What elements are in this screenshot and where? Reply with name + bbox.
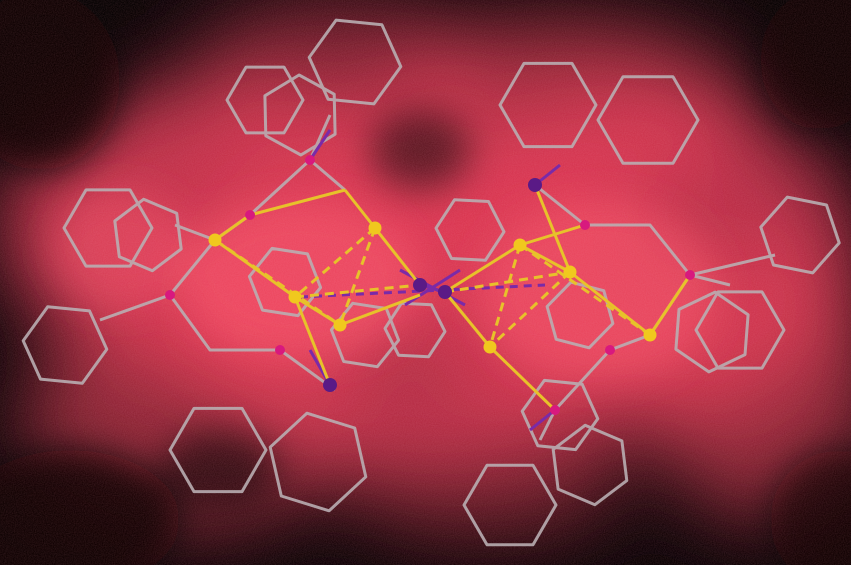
- phenyl-ring: [545, 280, 615, 350]
- gold-bond: [373, 227, 422, 286]
- gold-atom: [288, 290, 302, 304]
- gold-bond: [443, 291, 492, 348]
- violet-bond: [404, 268, 461, 307]
- gold-dashed-bond: [444, 270, 571, 294]
- gold-bond: [339, 293, 421, 327]
- gold-bond: [519, 223, 586, 247]
- magenta-atom: [685, 270, 695, 280]
- violet-atom: [323, 378, 337, 392]
- framework-bond: [309, 158, 346, 192]
- gold-dashed-bond: [294, 283, 421, 299]
- gold-bond: [533, 184, 572, 273]
- phenyl-ring: [268, 411, 368, 513]
- phenyl-ring: [62, 188, 154, 268]
- gold-bond: [488, 345, 557, 412]
- phenyl-rings: [21, 18, 841, 547]
- gold-dashed-bond: [338, 227, 377, 326]
- magenta-atom: [305, 155, 315, 165]
- phenyl-ring: [434, 198, 506, 262]
- phenyl-ring: [462, 463, 558, 547]
- magenta-atom: [605, 345, 615, 355]
- gold-atom: [368, 221, 382, 235]
- phenyl-ring: [596, 75, 700, 165]
- phenyl-ring: [694, 290, 786, 370]
- framework-bond: [99, 293, 171, 322]
- atoms: [165, 155, 695, 415]
- magenta-atom: [580, 220, 590, 230]
- gold-dashed-bond: [519, 243, 651, 337]
- gold-atom: [483, 340, 497, 354]
- violet-bond: [308, 129, 332, 161]
- phenyl-ring: [263, 73, 337, 157]
- gold-atom: [563, 265, 577, 279]
- gold-dashed-bond: [488, 270, 572, 349]
- framework-bond: [538, 409, 557, 441]
- violet-atom: [528, 178, 542, 192]
- violet-atom: [413, 278, 427, 292]
- phenyl-ring: [307, 18, 403, 106]
- violet-atom: [438, 285, 452, 299]
- gold-dashed-bond: [214, 238, 341, 327]
- gold-bond: [444, 243, 521, 294]
- gold-bond: [249, 188, 346, 217]
- magenta-atom: [550, 405, 560, 415]
- phenyl-ring: [168, 406, 268, 494]
- magenta-atom: [165, 290, 175, 300]
- phenyl-ring: [113, 197, 183, 273]
- phenyl-ring: [329, 301, 401, 369]
- gold-dashed-bond: [294, 226, 376, 299]
- gold-bond: [648, 274, 692, 336]
- phenyl-ring: [498, 61, 598, 149]
- gold-bond: [519, 243, 571, 274]
- gold-bond: [343, 189, 377, 229]
- phenyl-ring: [674, 290, 750, 374]
- phenyl-ring: [247, 246, 323, 318]
- framework-bond: [534, 183, 731, 287]
- gold-dashed-interactions: [214, 226, 651, 349]
- gold-bond: [293, 296, 332, 386]
- gold-bond: [214, 213, 251, 242]
- gold-atom: [208, 233, 222, 247]
- gold-atom: [643, 328, 657, 342]
- magenta-atom: [245, 210, 255, 220]
- phenyl-ring: [21, 305, 109, 385]
- gold-atom: [333, 318, 347, 332]
- phenyl-ring: [551, 423, 629, 507]
- phenyl-ring: [759, 195, 841, 275]
- phenyl-ring: [225, 65, 305, 135]
- phenyl-ring: [520, 378, 600, 452]
- framework-bond: [168, 294, 336, 392]
- gold-dashed-bond: [488, 244, 522, 348]
- magenta-atom: [275, 345, 285, 355]
- framework-bond: [689, 253, 776, 277]
- framework-bond: [174, 223, 216, 242]
- violet-bond: [529, 408, 556, 432]
- gold-atom: [513, 238, 527, 252]
